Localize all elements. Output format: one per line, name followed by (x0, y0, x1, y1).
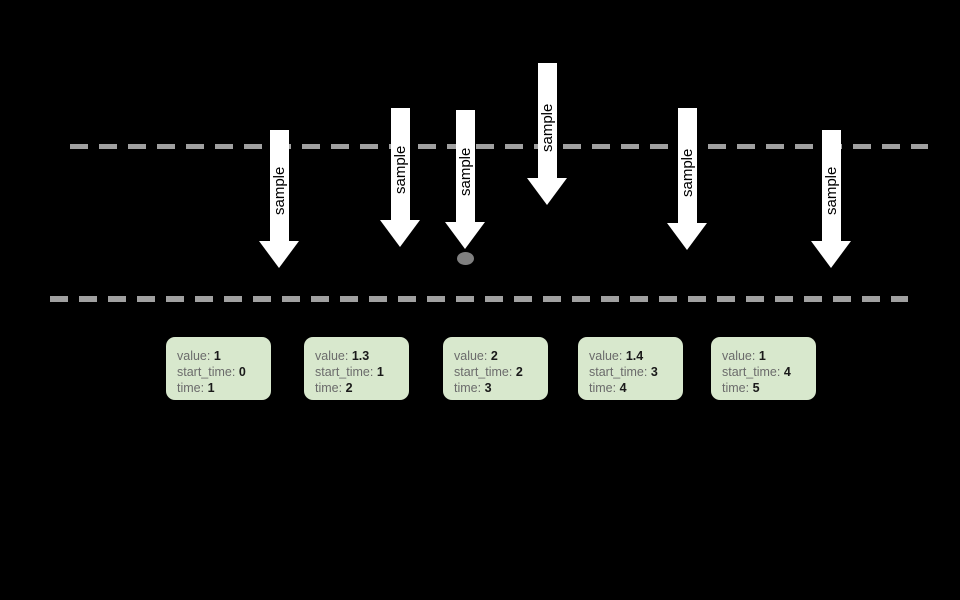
record-field-value: 1 (376, 365, 384, 379)
arrow-head-icon (527, 178, 567, 205)
record-field: time: 3 (454, 380, 548, 396)
arrow-shaft (822, 130, 841, 241)
record-field-value: 2 (515, 365, 523, 379)
record-field-key: value: (454, 349, 488, 363)
arrow-head-icon (380, 220, 420, 247)
record-field: time: 5 (722, 380, 816, 396)
arrow-label: sample (457, 147, 474, 197)
record-field-key: value: (589, 349, 623, 363)
record-field: start_time: 2 (454, 364, 548, 380)
record-field-value: 1 (213, 349, 221, 363)
record-field: time: 1 (177, 380, 271, 396)
record-field: start_time: 3 (589, 364, 683, 380)
record-field-value: 4 (783, 365, 791, 379)
record-field: start_time: 0 (177, 364, 271, 380)
record-field-value: 2 (345, 381, 353, 395)
arrow-head-icon (259, 241, 299, 268)
record-field: value: 1 (722, 348, 816, 364)
event-dot (457, 252, 474, 265)
record-field-key: time: (315, 381, 343, 395)
record-field: time: 4 (589, 380, 683, 396)
record-field-key: value: (722, 349, 756, 363)
record-field-key: start_time: (722, 365, 781, 379)
sample-arrow: sample (259, 130, 300, 268)
sample-arrow: sample (380, 108, 421, 247)
upper-window-boundary (70, 143, 928, 149)
arrow-label: sample (679, 148, 696, 198)
record-field-value: 2 (490, 349, 498, 363)
arrow-head-icon (811, 241, 851, 268)
record-field-key: value: (315, 349, 349, 363)
arrow-head-icon (445, 222, 485, 249)
record-field-value: 4 (619, 381, 627, 395)
record-field-value: 5 (752, 381, 760, 395)
arrow-label: sample (271, 166, 288, 216)
arrow-shaft (538, 63, 557, 178)
record-field: value: 2 (454, 348, 548, 364)
record-field: time: 2 (315, 380, 409, 396)
record-field: value: 1 (177, 348, 271, 364)
record-field-value: 1 (758, 349, 766, 363)
record-field: value: 1.4 (589, 348, 683, 364)
sample-arrow: sample (527, 63, 568, 205)
record-field-key: start_time: (589, 365, 648, 379)
record-field-key: value: (177, 349, 211, 363)
record-field-value: 3 (650, 365, 658, 379)
arrow-head-icon (667, 223, 707, 250)
record-field-value: 1.3 (351, 349, 370, 363)
record-field-key: start_time: (177, 365, 236, 379)
record-field-key: start_time: (315, 365, 374, 379)
record-field-value: 1 (207, 381, 215, 395)
sample-arrow: sample (811, 130, 852, 268)
record-field-value: 1.4 (625, 349, 644, 363)
lower-window-boundary (50, 296, 908, 302)
record-field-key: time: (454, 381, 482, 395)
arrow-shaft (270, 130, 289, 241)
arrow-shaft (391, 108, 410, 220)
arrow-label: sample (823, 166, 840, 216)
record-field-value: 0 (238, 365, 246, 379)
arrow-shaft (678, 108, 697, 223)
record-field-key: time: (722, 381, 750, 395)
record-field-key: time: (177, 381, 205, 395)
record-field: start_time: 4 (722, 364, 816, 380)
arrow-label: sample (539, 103, 556, 153)
sample-arrow: sample (667, 108, 708, 250)
sample-arrow: sample (445, 110, 486, 249)
record-field-key: time: (589, 381, 617, 395)
arrow-shaft (456, 110, 475, 222)
arrow-label: sample (392, 145, 409, 195)
record-field-value: 3 (484, 381, 492, 395)
record-field: start_time: 1 (315, 364, 409, 380)
record-field: value: 1.3 (315, 348, 409, 364)
record-field-key: start_time: (454, 365, 513, 379)
